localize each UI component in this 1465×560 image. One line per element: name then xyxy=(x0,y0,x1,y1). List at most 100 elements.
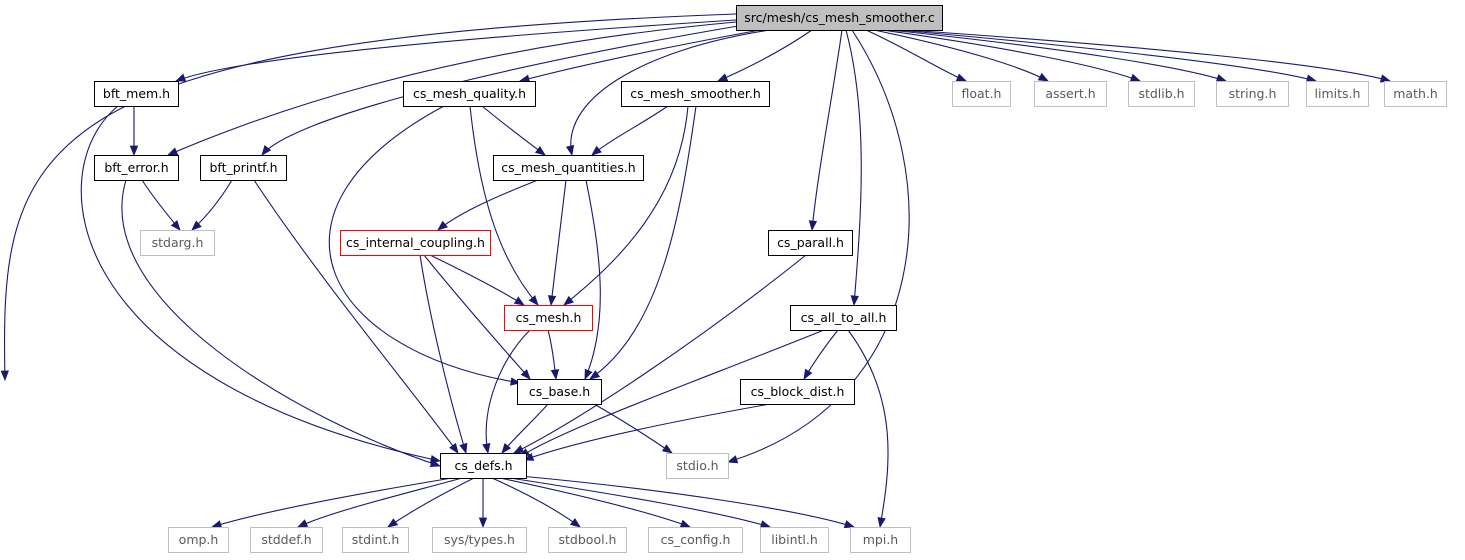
node-stdio: stdio.h xyxy=(666,453,729,479)
edge-root-to-math xyxy=(905,29,1392,83)
edge-cs-parall-to-cs-defs xyxy=(513,254,807,454)
edge-bft-mem-to-bft-error xyxy=(129,106,139,157)
node-label: float.h xyxy=(962,86,1002,101)
arrowhead-icon xyxy=(501,443,512,454)
edge-line xyxy=(570,29,771,156)
node-cs-parall[interactable]: cs_parall.h xyxy=(768,230,853,256)
edge-cs-mesh-smoother-to-cs-mesh xyxy=(563,105,689,306)
node-label: cs_parall.h xyxy=(777,235,844,250)
edge-root-to-assert xyxy=(873,29,1049,82)
node-label: stddef.h xyxy=(261,532,311,547)
node-label: src/mesh/cs_mesh_smoother.c xyxy=(744,10,935,25)
arrowhead-icon xyxy=(808,220,818,232)
node-label: stdint.h xyxy=(352,532,400,547)
edge-line xyxy=(211,477,453,528)
node-label: math.h xyxy=(1393,86,1438,101)
edge-line xyxy=(897,29,1317,82)
arrowhead-icon xyxy=(726,455,739,464)
node-cs-all-to-all[interactable]: cs_all_to_all.h xyxy=(790,305,897,331)
edge-cs-all-to-all-to-mpi xyxy=(847,329,889,529)
node-box xyxy=(504,305,593,331)
arrowhead-icon xyxy=(850,295,859,307)
edge-line xyxy=(865,29,967,82)
edge-line xyxy=(481,105,546,156)
edge-root-to-cs-mesh-quantities xyxy=(565,29,771,157)
edge-line xyxy=(509,477,771,528)
edge-line xyxy=(499,477,691,528)
node-root[interactable]: src/mesh/cs_mesh_smoother.c xyxy=(736,5,943,31)
edge-line xyxy=(3,13,737,381)
arrowhead-icon xyxy=(387,518,399,528)
node-label: bft_error.h xyxy=(104,160,168,175)
arrowhead-icon xyxy=(167,147,179,156)
edge-cs-all-to-all-to-cs-block-dist xyxy=(803,329,839,380)
node-label: cs_base.h xyxy=(529,384,590,399)
node-stdlib: stdlib.h xyxy=(1128,81,1195,107)
node-label: omp.h xyxy=(179,532,219,547)
edge-line xyxy=(513,254,807,454)
edge-cs-mesh-quantities-to-cs-mesh xyxy=(547,179,567,307)
edge-line xyxy=(889,29,1227,82)
node-label: limits.h xyxy=(1315,86,1361,101)
edge-cs-defs-to-sys-types xyxy=(478,477,488,529)
edge-cs-internal-coupling-to-cs-defs xyxy=(419,254,468,455)
arrowhead-icon xyxy=(1379,74,1392,83)
arrowhead-icon xyxy=(210,520,223,529)
node-stdbool: stdbool.h xyxy=(548,527,627,553)
arrowhead-icon xyxy=(0,370,9,382)
node-box xyxy=(1216,81,1289,107)
edge-line xyxy=(811,29,843,231)
node-bft-error[interactable]: bft_error.h xyxy=(94,155,179,181)
node-box xyxy=(250,527,323,553)
node-label: cs_mesh.h xyxy=(516,310,582,325)
edge-bft-printf-to-stdarg xyxy=(191,179,233,231)
node-cs-defs[interactable]: cs_defs.h xyxy=(440,453,527,479)
edge-line xyxy=(593,403,673,454)
node-label: stdarg.h xyxy=(152,235,204,250)
node-box xyxy=(342,527,409,553)
edge-root-to-string xyxy=(889,29,1228,83)
edge-line xyxy=(253,179,459,454)
node-cs-mesh-smoother[interactable]: cs_mesh_smoother.h xyxy=(621,81,770,107)
node-cs-block-dist[interactable]: cs_block_dist.h xyxy=(740,379,855,405)
edge-bft-printf-to-cs-defs xyxy=(253,179,459,454)
node-cs-mesh-quality[interactable]: cs_mesh_quality.h xyxy=(403,81,536,107)
edge-line xyxy=(167,21,737,156)
node-label: bft_printf.h xyxy=(209,160,277,175)
node-label: mpi.h xyxy=(863,532,898,547)
arrowhead-icon xyxy=(1215,74,1228,83)
arrowhead-icon xyxy=(569,518,581,528)
arrowhead-icon xyxy=(449,442,459,454)
node-bft-printf[interactable]: bft_printf.h xyxy=(200,155,287,181)
arrowhead-icon xyxy=(759,520,772,529)
node-stdint: stdint.h xyxy=(342,527,409,553)
arrowhead-icon xyxy=(129,145,139,157)
edge-line xyxy=(141,179,181,231)
edge-cs-defs-to-omp xyxy=(210,477,453,529)
edge-line xyxy=(523,403,771,461)
arrowhead-icon xyxy=(955,73,967,82)
node-cs-base[interactable]: cs_base.h xyxy=(517,379,602,405)
edge-line xyxy=(485,329,531,454)
node-cs-mesh-quantities[interactable]: cs_mesh_quantities.h xyxy=(493,155,644,181)
node-box xyxy=(1128,81,1195,107)
node-box xyxy=(621,81,770,107)
node-label: assert.h xyxy=(1045,86,1095,101)
arrowhead-icon xyxy=(589,370,601,380)
edges-layer xyxy=(0,13,1392,529)
edge-line xyxy=(469,105,539,306)
node-box xyxy=(740,379,855,405)
edge-cs-internal-coupling-to-cs-base xyxy=(423,254,531,380)
node-label: cs_mesh_quality.h xyxy=(413,86,526,101)
node-math: math.h xyxy=(1384,81,1447,107)
node-bft-mem[interactable]: bft_mem.h xyxy=(94,81,179,107)
arrowhead-icon xyxy=(482,442,491,455)
node-float: float.h xyxy=(952,81,1011,107)
node-cs-internal-coupling[interactable]: cs_internal_coupling.h xyxy=(340,230,491,256)
edge-cs-defs-to-mpi xyxy=(519,475,856,529)
arrowhead-icon xyxy=(429,459,442,468)
arrowhead-icon xyxy=(459,442,468,455)
node-label: cs_all_to_all.h xyxy=(801,310,887,325)
node-box xyxy=(736,5,943,31)
node-cs-mesh[interactable]: cs_mesh.h xyxy=(504,305,593,331)
